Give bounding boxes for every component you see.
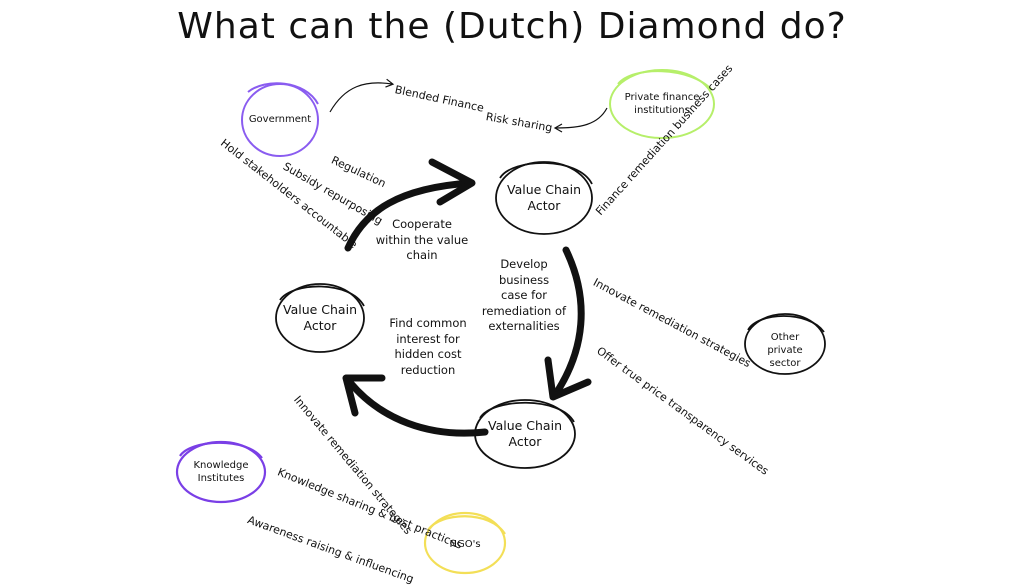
knowledge-institutes-oval: [175, 440, 267, 504]
cycle-arrow-top: [344, 158, 476, 252]
risk-sharing-arrow: [553, 107, 608, 133]
other-private-label: Other private sector: [767, 332, 803, 369]
cycle-arrow-right: [544, 246, 592, 401]
private-finance-label: Private finance institutions: [624, 92, 700, 116]
vca-top-oval: [495, 161, 593, 235]
private-finance-oval: [609, 69, 715, 139]
government-oval: [241, 82, 319, 157]
page-title: What can the (Dutch) Diamond do?: [177, 6, 847, 47]
blended-finance-arrow: [329, 78, 395, 113]
knowledge-institutes-label: Knowledge Institutes: [193, 460, 249, 484]
cycle-arrow-bottom: [342, 374, 489, 437]
other-private-oval: [744, 313, 826, 375]
vca-left-label: Value Chain Actor: [282, 302, 357, 334]
vca-left-oval: [275, 283, 365, 353]
find-common-label: Find common interest for hidden cost red…: [389, 316, 467, 377]
develop-label: Develop business case for remediation of…: [481, 257, 567, 334]
cooperate-label: Cooperate within the value chain: [375, 217, 469, 263]
ngos-label: NGO's: [449, 539, 481, 550]
vca-bottom-label: Value Chain Actor: [487, 418, 562, 450]
government-label: Government: [248, 114, 312, 125]
ngos-oval: [423, 511, 507, 575]
vca-top-label: Value Chain Actor: [506, 182, 581, 214]
